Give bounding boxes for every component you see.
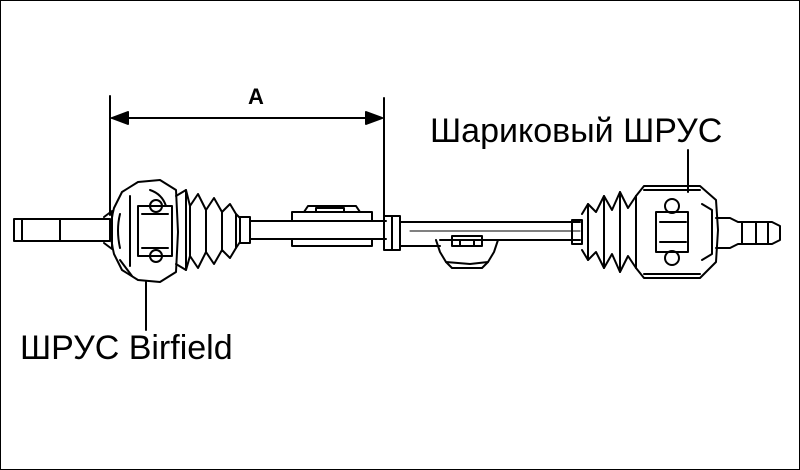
left-stub-shaft — [13, 210, 113, 250]
ball-joint-label: Шариковый ШРУС — [430, 112, 723, 150]
right-stub-shaft — [715, 217, 781, 249]
dimension-a — [109, 95, 385, 229]
ball-joint-right — [635, 149, 719, 279]
main-shaft — [249, 205, 581, 269]
boot-right — [571, 191, 637, 273]
birfield-joint-left — [110, 179, 179, 283]
dimension-a-label: A — [248, 84, 264, 109]
dimension-arrow-right — [365, 111, 383, 125]
dimension-arrow-left — [111, 111, 129, 125]
birfield-joint-label: ШРУС Birfield — [20, 329, 233, 367]
boot-left — [175, 189, 251, 271]
